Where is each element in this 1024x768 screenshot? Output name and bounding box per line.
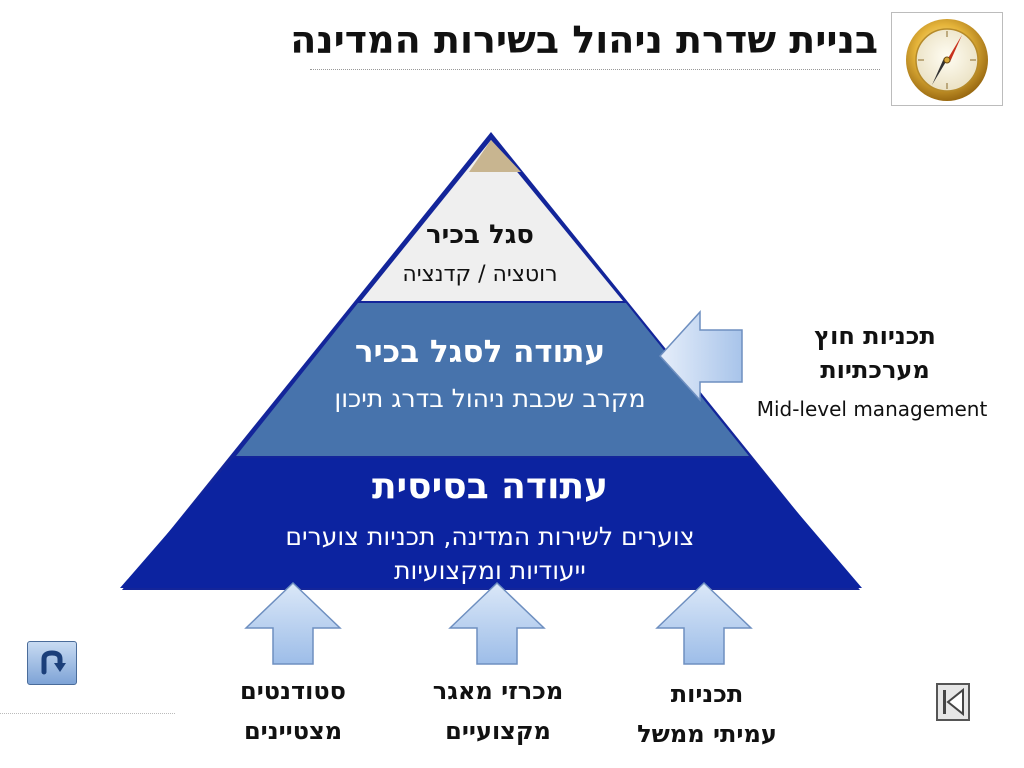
page-title: בניית שדרת ניהול בשירות המדינה <box>290 18 878 62</box>
upward-arrow-programs <box>655 581 753 665</box>
top-tier-subtitle: רוטציה / קדנציה <box>402 262 558 287</box>
compass-icon <box>891 12 1003 106</box>
source-programs-line2: עמיתי ממשל <box>637 720 777 748</box>
title-underline <box>310 69 880 70</box>
pyramid-middle-tier <box>236 303 749 456</box>
bottom-tier-subtitle-line1: צוערים לשירות המדינה, תכניות צוערים <box>285 522 695 551</box>
incoming-side-arrow <box>658 310 743 402</box>
back-button[interactable] <box>27 641 77 685</box>
middle-tier-subtitle: מקרב שכבת ניהול בדרג תיכון <box>334 384 646 413</box>
footer-divider <box>0 713 175 714</box>
pyramid-top-tier <box>361 140 623 301</box>
source-students-line2: מצטיינים <box>243 717 343 745</box>
pyramid-tip <box>469 140 521 172</box>
pyramid-bottom-tier <box>120 458 862 588</box>
previous-slide-button[interactable] <box>936 683 970 721</box>
upward-arrow-students <box>244 581 342 665</box>
previous-slide-icon <box>943 687 964 717</box>
bottom-tier-title: עתודה בסיסית <box>371 466 609 507</box>
bottom-tier-subtitle-line2: ייעודיות ומקצועיות <box>394 556 586 585</box>
middle-tier-title: עתודה לסגל בכיר <box>354 334 606 370</box>
source-students-line1: סטודנטים <box>240 677 346 705</box>
source-programs-line1: תכניות <box>670 680 744 708</box>
external-programs-line2: מערכתיות <box>820 356 930 384</box>
back-arrow-icon <box>41 650 66 675</box>
top-tier-title: סגל בכיר <box>426 220 534 250</box>
source-tenders-line1: מכרזי מאגר <box>432 677 564 705</box>
external-programs-english: Mid-level management <box>756 397 988 421</box>
upward-arrow-tenders <box>448 581 546 665</box>
source-tenders-line2: מקצועיים <box>445 717 551 745</box>
external-programs-line1: תכניות חוץ <box>814 322 936 350</box>
